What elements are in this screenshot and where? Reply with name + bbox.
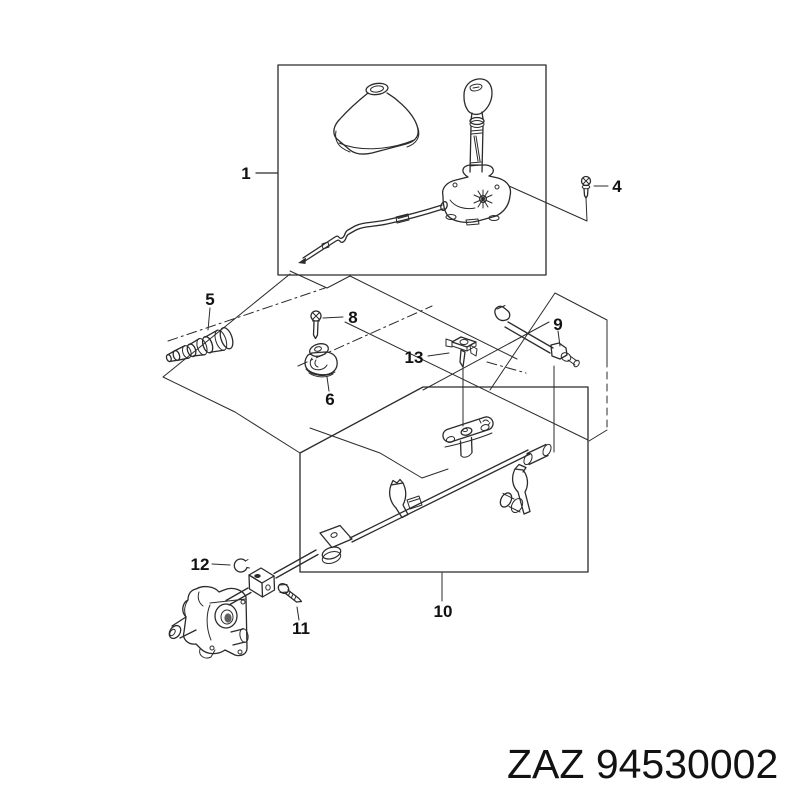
construction-lines	[162, 270, 608, 454]
callout-9: 9	[553, 315, 562, 334]
shift-shaft-upper	[273, 549, 319, 579]
shift-boot	[333, 82, 420, 155]
transmission-housing	[168, 585, 249, 659]
callout-5: 5	[205, 290, 214, 309]
callout-12-leader	[211, 563, 231, 566]
callout-10: 10	[434, 602, 453, 621]
output-shaft	[171, 616, 197, 639]
shifter-base-housing	[440, 164, 512, 226]
callout-5-leader	[207, 307, 211, 331]
gear-lever	[463, 78, 493, 173]
callout-4: 4	[612, 177, 622, 196]
part-5-cable-grommet: 5	[165, 290, 234, 363]
part-4-screw: 4	[508, 175, 622, 222]
callout-8-leader	[322, 316, 344, 319]
callout-11-leader	[296, 606, 300, 621]
rod-clevis-end	[319, 524, 353, 564]
callout-6-leader	[326, 376, 330, 392]
part-9-link-rod: 9	[494, 305, 580, 453]
shift-lever-right	[499, 443, 552, 515]
callout-13-leader	[427, 352, 450, 357]
linkage-frame	[299, 386, 589, 573]
selector-star-detail	[473, 189, 493, 209]
shift-shaft-lower	[225, 587, 252, 606]
callout-12: 12	[191, 555, 210, 574]
shift-cable	[298, 204, 444, 264]
callout-8: 8	[348, 308, 357, 327]
shift-lever-middle	[389, 478, 423, 519]
part-11-bolt: 11	[277, 582, 310, 638]
product-code-text: ZAZ 94530002	[507, 741, 779, 787]
part-12-snap-ring: 12	[191, 555, 250, 574]
shift-rod	[349, 449, 531, 543]
assembly-frame	[277, 64, 547, 276]
linkage-group-box: 10	[299, 386, 589, 621]
selector-link-arm	[442, 416, 494, 458]
callout-1: 1	[241, 164, 250, 183]
cable-tip-arrow	[298, 257, 306, 264]
callout-4-leader	[508, 185, 588, 222]
shaft-clevis-block	[225, 549, 319, 606]
part-13-retainer-clip: 13	[405, 336, 478, 427]
callout-11: 11	[292, 619, 310, 638]
callout-6: 6	[325, 390, 334, 409]
shifter-assembly-box: 1	[241, 64, 547, 276]
callout-9-leader	[557, 330, 561, 347]
part-6-cable-clamp: 6	[304, 343, 338, 409]
callout-13: 13	[405, 348, 424, 367]
part-8-bolt: 8	[310, 308, 358, 340]
